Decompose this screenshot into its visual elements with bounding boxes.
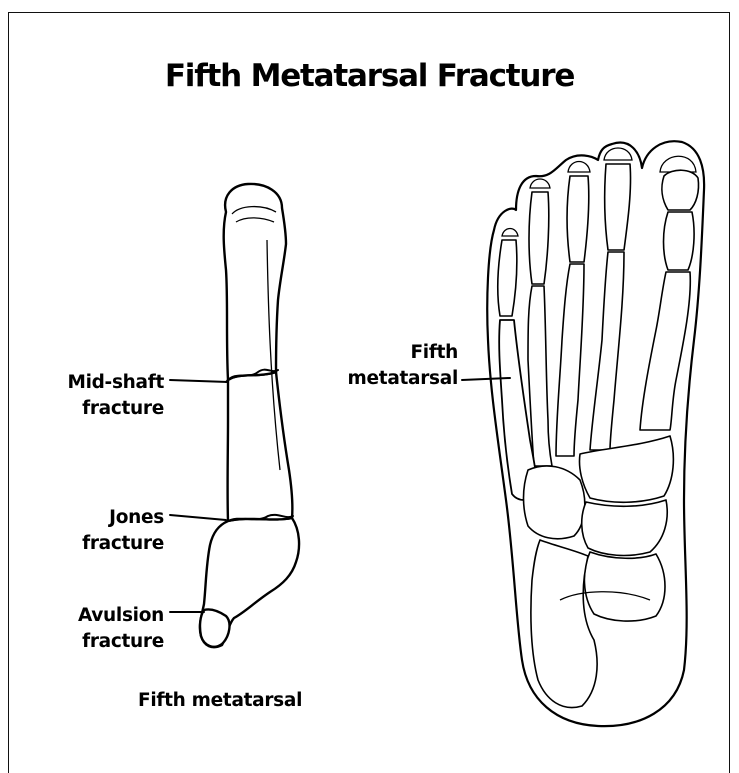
mid-shaft-leader: [170, 380, 228, 382]
cuboid-bone: [524, 466, 585, 539]
toe4-phalanges: [529, 192, 549, 284]
navicular-bone: [582, 500, 667, 555]
toe5-phalanges: [498, 240, 517, 316]
big-toe-distal-phalanx: [662, 170, 699, 210]
avulsion-fragment: [200, 609, 229, 646]
big-toe-proximal-phalanx: [664, 212, 695, 270]
bone-lower-shaft: [228, 372, 293, 521]
toe3-phalanges: [567, 176, 589, 262]
fifth-metatarsal-bone: [200, 184, 299, 647]
foot-skeleton: [487, 141, 704, 726]
talus-bone: [584, 552, 665, 621]
jones-leader: [170, 515, 226, 520]
